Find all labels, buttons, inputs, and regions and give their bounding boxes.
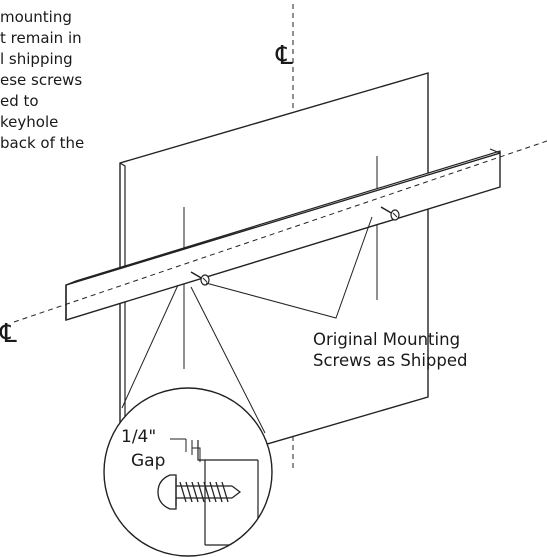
centerline-symbol-left: ℄ — [0, 319, 17, 349]
instruction-line: l shipping — [0, 50, 73, 68]
instruction-line: t remain in — [0, 29, 82, 47]
instruction-line: keyhole — [0, 113, 59, 131]
instruction-line: ese screws — [0, 71, 83, 89]
gap-label: Gap — [131, 451, 165, 471]
centerline-symbol-top: ℄ — [275, 41, 293, 71]
partial-instruction-text: mounting t remain in l shipping ese scre… — [0, 7, 120, 154]
screw-left — [190, 271, 210, 286]
mounting-panel — [119, 72, 429, 488]
instruction-line: ed to — [0, 92, 39, 110]
detail-leader — [190, 286, 266, 434]
callout-label-line2: Screws as Shipped — [313, 351, 468, 370]
rail-top-face — [65, 150, 501, 286]
detail-leader — [121, 284, 179, 409]
detail-magnifier — [103, 387, 273, 557]
callout-label-line1: Original Mounting — [313, 330, 460, 349]
horizontal-centerline — [13, 140, 547, 323]
instruction-line: back of the — [0, 134, 85, 152]
callout-leader — [205, 216, 373, 319]
gap-measurement: 1/4" — [121, 427, 156, 447]
rail-end-right — [489, 148, 501, 154]
screw-right — [380, 206, 400, 221]
instruction-line: mounting — [0, 8, 72, 26]
